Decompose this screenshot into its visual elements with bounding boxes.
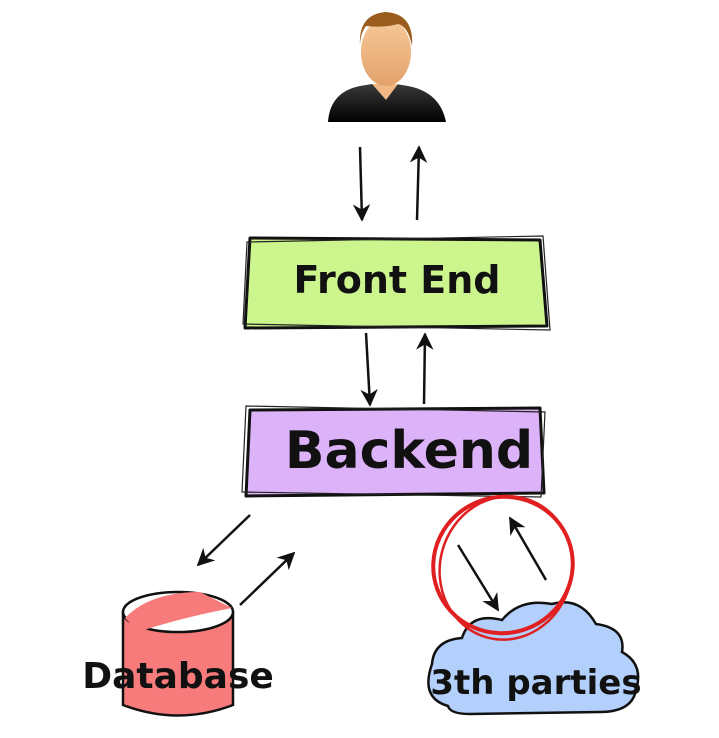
connection-arrows: [196, 145, 548, 612]
frontend-box: [243, 236, 549, 330]
arrow-backend-to-database: [196, 514, 251, 567]
frontend-node: Front End: [242, 235, 551, 331]
highlight-circle: [431, 494, 575, 641]
arrow-user-to-frontend: [352, 146, 371, 222]
database-cylinder-icon: [121, 590, 235, 717]
database-label: Database: [82, 656, 274, 697]
arrow-database-to-backend: [239, 551, 296, 606]
third-parties-label: 3th parties: [430, 663, 641, 703]
backend-node: Backend: [241, 405, 546, 498]
person-icon: [328, 12, 446, 122]
database-node: Database: [82, 590, 274, 717]
arrow-frontend-to-backend: [360, 332, 378, 407]
backend-box: [244, 406, 546, 498]
arrow-frontend-to-user: [409, 145, 428, 221]
arrow-backend-to-frontend: [416, 332, 434, 405]
frontend-label: Front End: [293, 258, 500, 302]
arrow-backend-to-third-parties: [456, 544, 500, 612]
arrow-third-parties-to-backend: [508, 516, 548, 581]
backend-label: Backend: [285, 421, 533, 481]
